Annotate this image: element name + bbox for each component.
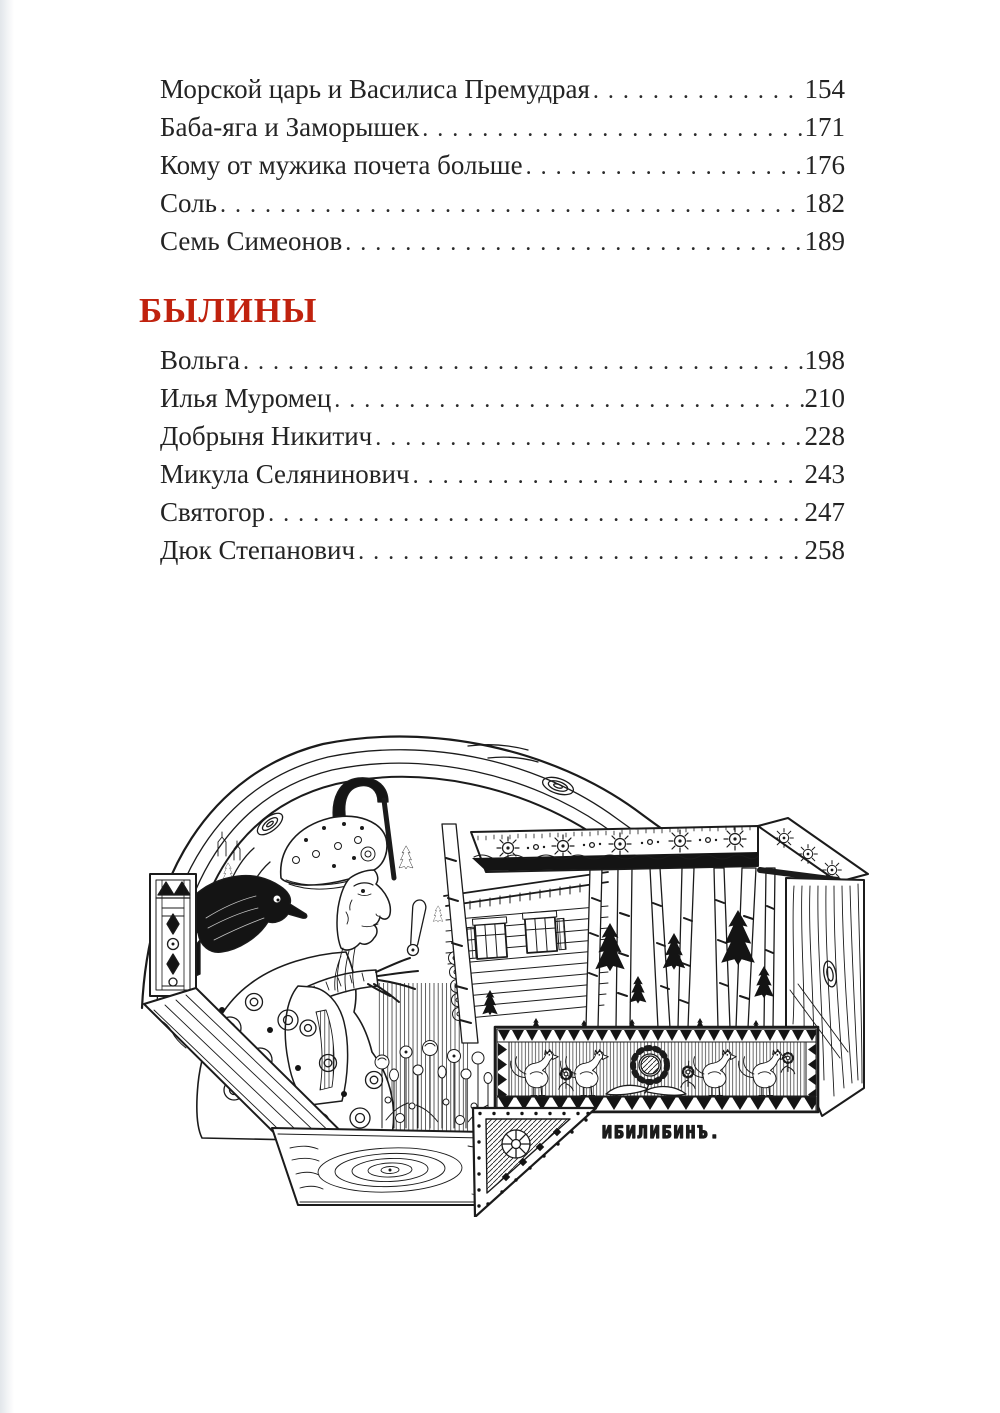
arch-frame <box>140 735 738 1010</box>
izba-window <box>466 916 509 960</box>
toc-entry: Добрыня Никитич 228 <box>160 417 845 455</box>
flower-meadow <box>374 1040 493 1129</box>
toc-entry: Илья Муромец 210 <box>160 379 845 417</box>
leaning-birch <box>441 823 479 1044</box>
dot-leader <box>243 343 804 381</box>
window-sill <box>271 1127 487 1206</box>
scan-edge-shadow <box>0 0 14 1413</box>
toc-entry: Микула Селянинович 243 <box>160 455 845 493</box>
dot-leader <box>375 419 803 457</box>
dot-leader <box>334 381 803 419</box>
toc-entry-title: Добрыня Никитич <box>160 421 373 451</box>
toc-entry-page: 154 <box>804 74 846 104</box>
toc-entry-title: Морской царь и Василиса Премудрая <box>160 74 590 104</box>
toc-entry: Вольга 198 <box>160 341 845 379</box>
hair-strands <box>334 947 356 993</box>
toc-entry-page: 228 <box>804 421 846 451</box>
frieze-sunflower <box>605 1045 687 1096</box>
toc-entry-page: 243 <box>804 459 846 489</box>
toc-entry-title: Илья Муромец <box>160 383 332 413</box>
sun-beam-return <box>757 817 869 883</box>
toc-entry-page: 189 <box>804 226 846 256</box>
izba-window <box>521 910 567 954</box>
sleeve-drape <box>284 985 349 1106</box>
dot-leader <box>593 72 804 110</box>
sun-beam <box>470 817 869 883</box>
dot-leader <box>526 148 804 186</box>
toc-entry: Кому от мужика почета больше 176 <box>160 146 845 184</box>
toc-entry: Семь Симеонов 189 <box>160 222 845 260</box>
toc-entry-title: Соль <box>160 188 217 218</box>
toc-entry: Соль 182 <box>160 184 845 222</box>
toc-entry: Святогор 247 <box>160 493 845 531</box>
staff-hook <box>332 777 397 881</box>
dot-leader <box>413 457 804 495</box>
dot-leader <box>268 495 803 533</box>
toc-entry-title: Святогор <box>160 497 266 527</box>
toc-entry-page: 210 <box>804 383 846 413</box>
toc-entry-page: 171 <box>804 112 846 142</box>
toc-entry-page: 176 <box>804 150 846 180</box>
wheel-rosette <box>501 1129 531 1159</box>
artist-signature: ИБИЛИБИНЪ. <box>602 1123 721 1142</box>
triangle-ornament <box>471 1106 598 1219</box>
face <box>336 869 392 951</box>
dot-leader <box>422 110 803 148</box>
toc-entry-title: Дюк Степанович <box>160 535 356 565</box>
toc-entry-page: 247 <box>804 497 846 527</box>
section-header-byliny: БЫЛИНЫ <box>139 291 318 330</box>
toc-entry-title: Вольга <box>160 345 240 375</box>
toc-entry-title: Баба-яга и Заморышек <box>160 112 420 142</box>
headscarf <box>279 815 388 886</box>
background-sketches <box>217 831 444 923</box>
forest-and-izba <box>443 867 776 1037</box>
toc-entry-page: 198 <box>804 345 846 375</box>
hanging-paddle <box>406 899 427 957</box>
carved-pillar <box>149 873 197 997</box>
bilibin-illustration: ИБИЛИБИНЪ. <box>138 728 870 1219</box>
toc-fairy-tales: Морской царь и Василиса Премудрая 154 Баб… <box>160 70 845 260</box>
toc-entry: Дюк Степанович 258 <box>160 531 845 569</box>
toc-entry-title: Семь Симеонов <box>160 226 343 256</box>
toc-entry-page: 182 <box>804 188 846 218</box>
dot-leader <box>345 224 803 262</box>
toc-entry: Баба-яга и Заморышек 171 <box>160 108 845 146</box>
toc-byliny: Вольга 198 Илья Муромец 210 Добрыня Никити… <box>160 341 845 569</box>
dot-leader <box>358 533 803 571</box>
dot-leader <box>220 186 804 224</box>
head <box>279 815 392 993</box>
toc-entry-page: 258 <box>804 535 846 565</box>
toc-entry-title: Кому от мужика почета больше <box>160 150 523 180</box>
toc-entry-title: Микула Селянинович <box>160 459 410 489</box>
bilibin-illustration-svg: ИБИЛИБИНЪ. <box>140 735 869 1219</box>
toc-entry: Морской царь и Василиса Премудрая 154 <box>160 70 845 108</box>
rooster-frieze <box>493 1025 820 1114</box>
